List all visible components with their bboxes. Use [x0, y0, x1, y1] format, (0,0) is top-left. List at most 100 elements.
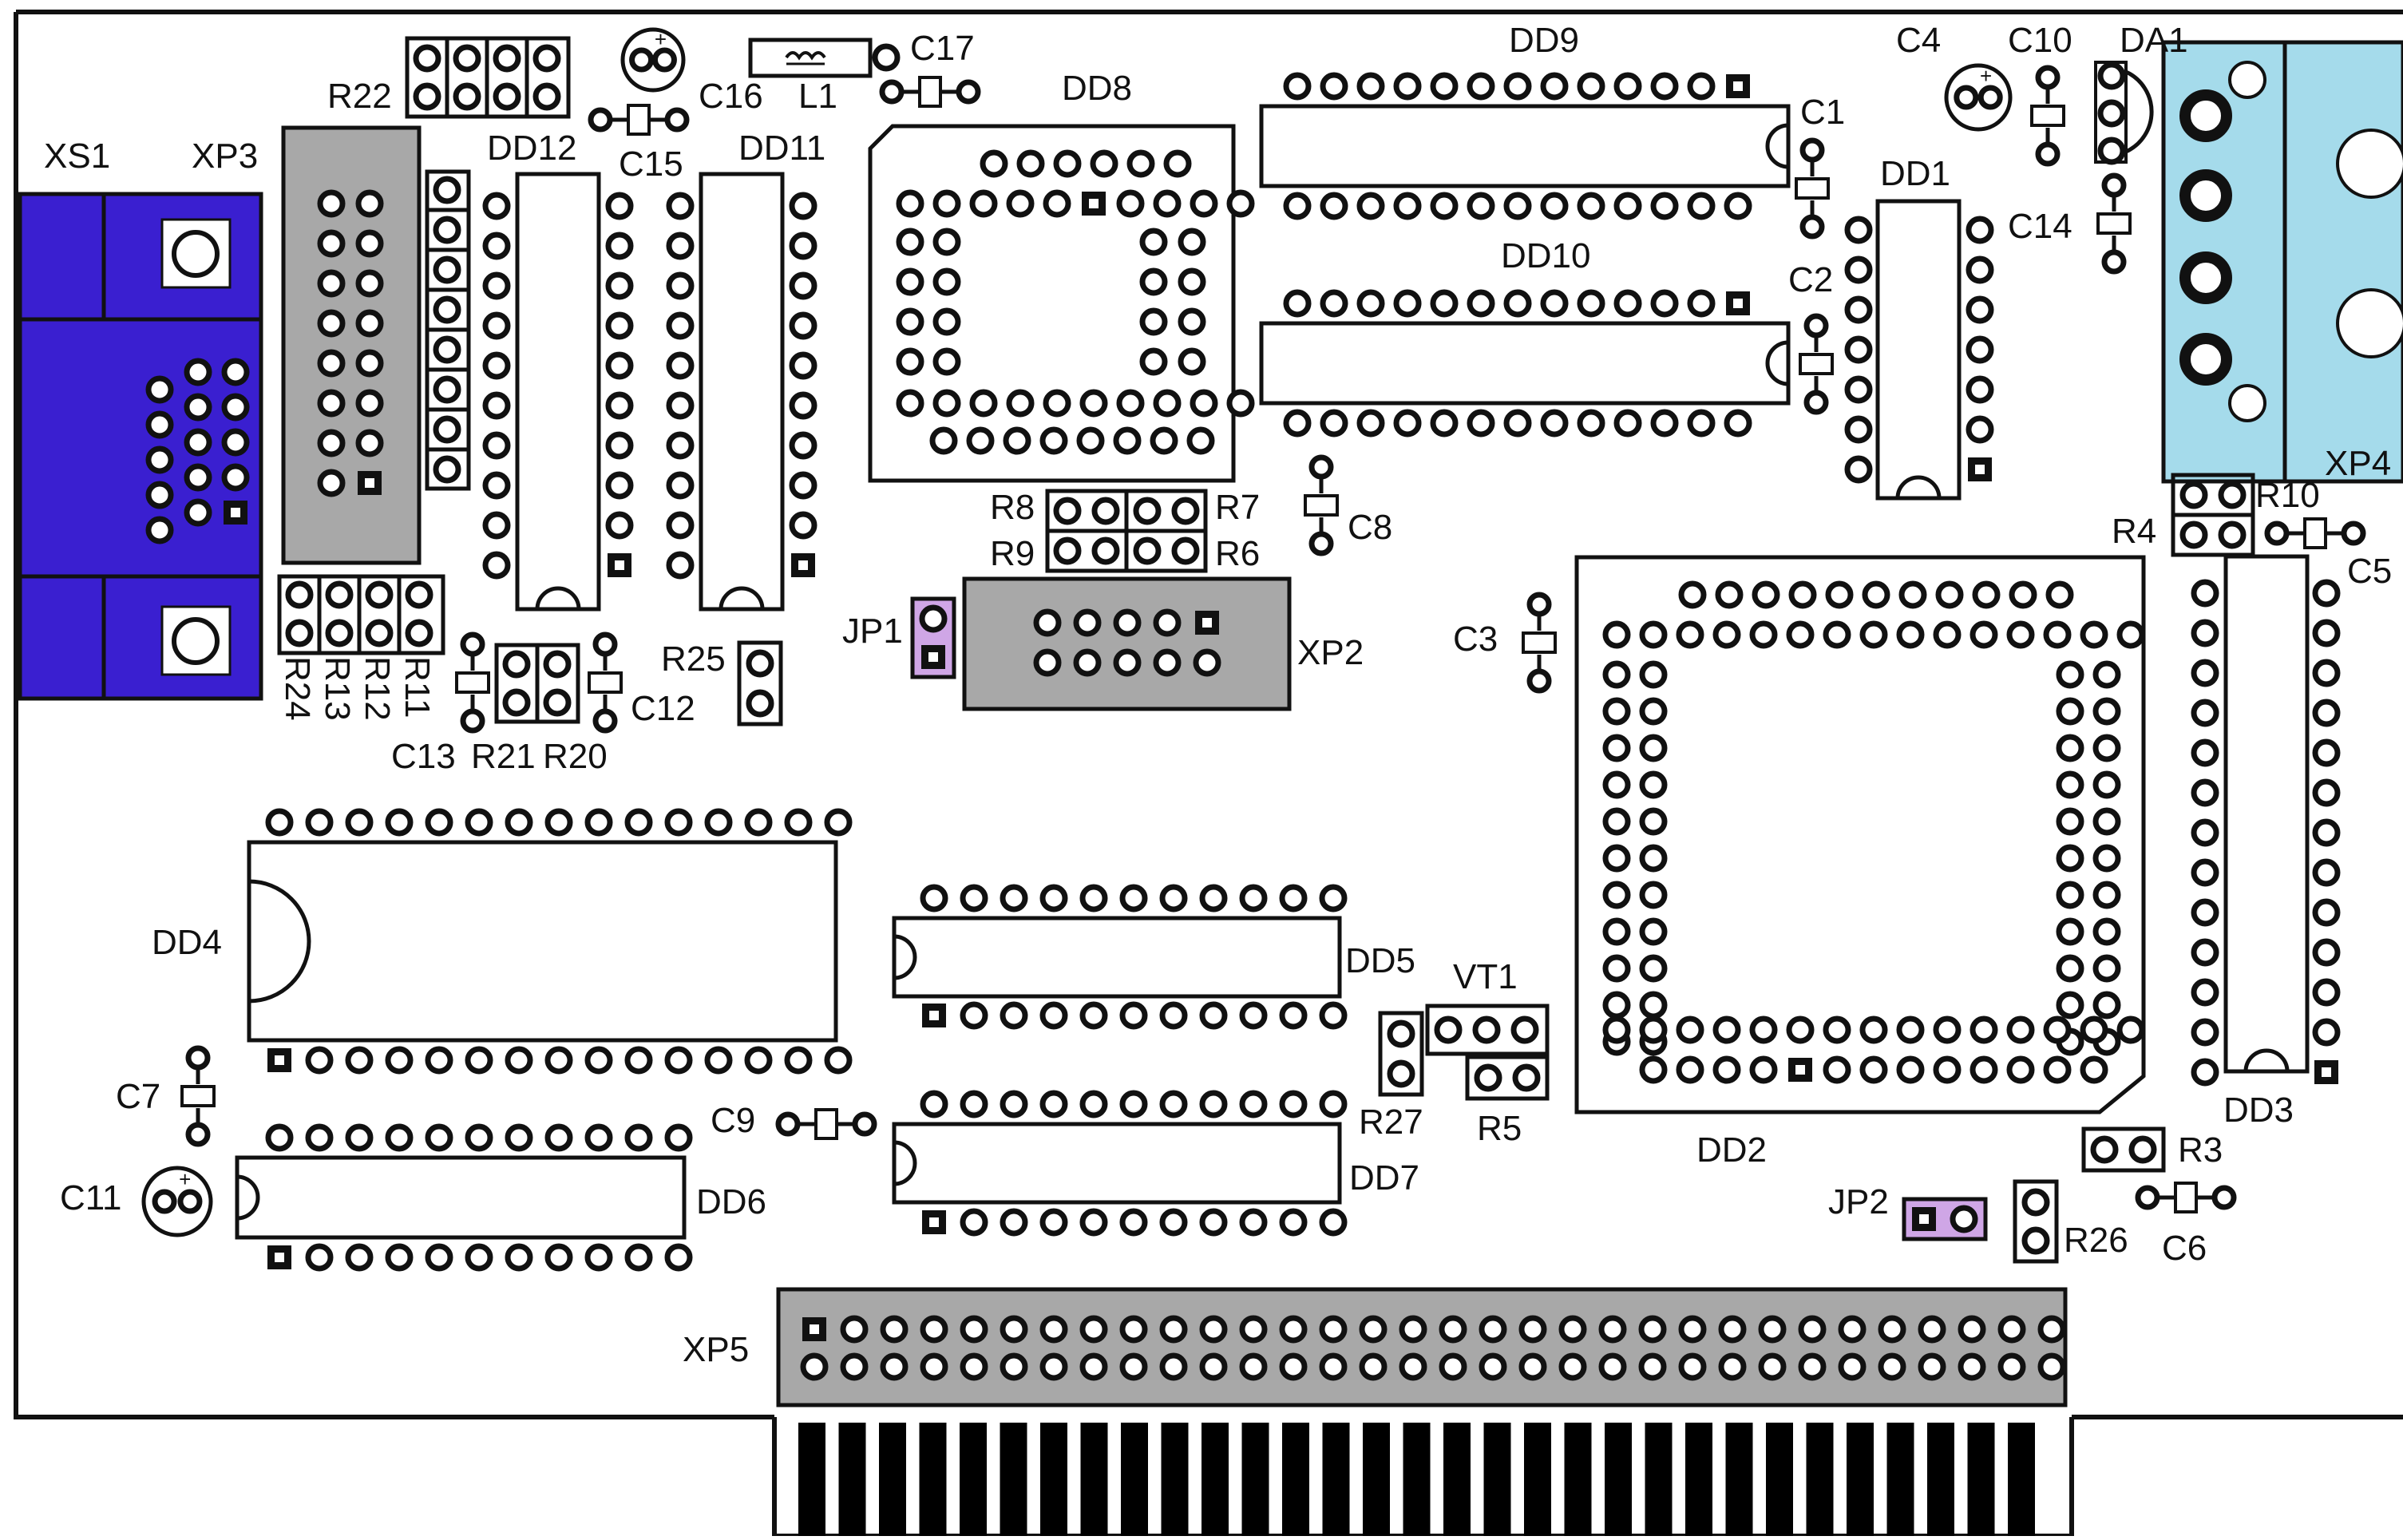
- pad: [1003, 426, 1031, 455]
- edge-finger: [1363, 1423, 1390, 1536]
- pad: [929, 426, 958, 455]
- ic-dd2: [1574, 555, 2146, 1114]
- pad: [592, 708, 618, 734]
- pad: [365, 580, 394, 609]
- pad: [852, 1111, 877, 1137]
- edge-finger: [1605, 1423, 1632, 1536]
- pad: [433, 255, 461, 284]
- pad: [2191, 659, 2219, 687]
- pad: [305, 1243, 334, 1272]
- pad: [2097, 61, 2126, 90]
- pad: [2056, 954, 2084, 983]
- pad: [355, 389, 384, 418]
- pad: [1758, 1352, 1787, 1381]
- pad: [920, 884, 948, 913]
- edge-finger: [1847, 1423, 1874, 1536]
- pad: [1823, 1015, 1851, 1044]
- label-r4: R4: [2112, 512, 2156, 551]
- pad: [1113, 608, 1142, 637]
- pad: [433, 216, 461, 244]
- pad: [355, 309, 384, 338]
- pad: [664, 1046, 693, 1075]
- pad: [1518, 1352, 1547, 1381]
- pad: [2312, 858, 2341, 887]
- pad: [932, 228, 961, 256]
- edge-finger: [1282, 1423, 1309, 1536]
- pad: [2056, 807, 2084, 836]
- ic-dd6: [235, 1155, 687, 1240]
- pad: [544, 1123, 573, 1152]
- pad: [482, 311, 511, 340]
- pad: [1678, 1352, 1707, 1381]
- label-xp4: XP4: [2325, 444, 2391, 483]
- pad: [544, 1243, 573, 1272]
- pad: [2035, 65, 2061, 90]
- pad: [2056, 734, 2084, 762]
- pad: [1639, 770, 1668, 799]
- pad: [1116, 189, 1145, 218]
- pad: [221, 358, 250, 386]
- label-c2: C2: [1788, 260, 1833, 299]
- pad: [532, 44, 561, 73]
- pad: [317, 469, 346, 497]
- ic-dd8: [868, 124, 1236, 483]
- pad: [1283, 72, 1312, 101]
- pad: [1091, 536, 1120, 565]
- pad: [1239, 1315, 1268, 1344]
- pad: [980, 149, 1008, 178]
- pad: [317, 429, 346, 457]
- pad: [1159, 1001, 1188, 1030]
- pad: [305, 1046, 334, 1075]
- edge-finger: [1000, 1423, 1027, 1536]
- pad: [325, 619, 354, 647]
- pad: [2128, 1135, 2157, 1164]
- pad: [789, 511, 817, 540]
- edge-finger: [1322, 1423, 1350, 1536]
- ic-notch: [1765, 123, 1789, 169]
- label-r8: R8: [990, 488, 1035, 527]
- ic-dd7: [892, 1122, 1342, 1205]
- edge-finger: [1443, 1423, 1471, 1536]
- pad: [482, 511, 511, 540]
- pad: [1079, 389, 1108, 418]
- audio-pin: [2179, 169, 2232, 222]
- pad: [746, 649, 774, 678]
- pad: [1320, 192, 1348, 220]
- edge-finger: [1403, 1423, 1431, 1536]
- label-c3: C3: [1453, 620, 1498, 659]
- pad: [1016, 149, 1045, 178]
- pad: [505, 1123, 533, 1152]
- pad: [1823, 620, 1851, 649]
- pad: [1613, 72, 1642, 101]
- square-pad-hole: [1089, 199, 1099, 208]
- pad: [1119, 1315, 1148, 1344]
- pad: [784, 1046, 813, 1075]
- pad: [2312, 818, 2341, 847]
- capacitor-body: [2030, 105, 2065, 127]
- pad: [502, 650, 531, 679]
- pad: [2056, 770, 2084, 799]
- pad: [932, 189, 961, 218]
- pad: [2116, 620, 2145, 649]
- pad: [746, 689, 774, 718]
- pad: [2191, 778, 2219, 807]
- pad: [1320, 72, 1348, 101]
- pad: [1356, 192, 1385, 220]
- pad: [1139, 228, 1168, 256]
- pad: [1503, 289, 1532, 318]
- pad: [1387, 1019, 1415, 1048]
- pad: [2006, 1015, 2035, 1044]
- pad: [317, 189, 346, 218]
- pad: [584, 808, 613, 837]
- label-c15: C15: [619, 144, 683, 184]
- pad: [355, 269, 384, 298]
- pad: [1079, 1315, 1108, 1344]
- label-dd7: DD7: [1349, 1158, 1419, 1198]
- audio-hole: [2228, 61, 2266, 99]
- pad: [1918, 1315, 1946, 1344]
- pad: [482, 431, 511, 460]
- pad: [1718, 1315, 1747, 1344]
- capacitor-body: [627, 104, 651, 136]
- pad: [2191, 579, 2219, 608]
